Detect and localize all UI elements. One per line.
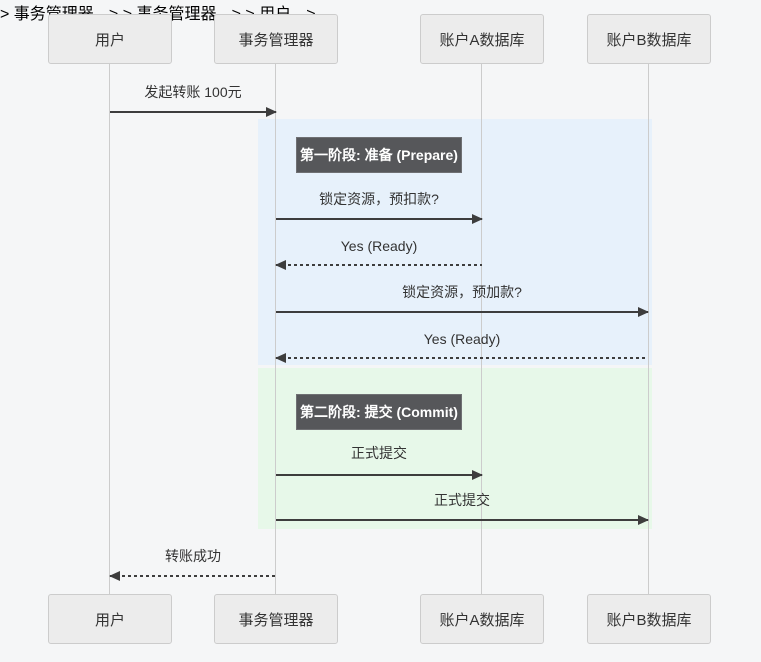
arrowhead-right-icon (266, 107, 277, 117)
arrowhead-left-icon (275, 260, 286, 270)
actor-account-a-db-bottom: 账户A数据库 (420, 594, 544, 644)
message-label-commit-b: 正式提交 (434, 492, 490, 508)
actor-account-b-db-bottom: 账户B数据库 (587, 594, 711, 644)
lifeline-transaction-manager (275, 64, 276, 594)
arrowhead-right-icon (472, 214, 483, 224)
actor-label: 账户B数据库 (606, 611, 692, 629)
actor-transaction-manager-top: 事务管理器 (214, 14, 338, 64)
arrowhead-right-icon (638, 515, 649, 525)
message-label-transfer-success: 转账成功 (165, 548, 221, 564)
message-label-initiate-transfer: 发起转账 100元 (144, 84, 242, 100)
message-arrow-lock-add (276, 307, 649, 317)
actor-label: 账户A数据库 (439, 31, 525, 49)
message-arrow-lock-deduct (276, 214, 483, 224)
message-arrow-initiate-transfer (110, 107, 277, 117)
message-label-lock-deduct: 锁定资源，预扣款? (319, 191, 439, 207)
arrowhead-right-icon (472, 470, 483, 480)
actor-label: 用户 (94, 31, 125, 49)
arrowhead-left-icon (275, 353, 286, 363)
arrowhead-right-icon (638, 307, 649, 317)
actor-account-a-db-top: 账户A数据库 (420, 14, 544, 64)
actor-label: 账户B数据库 (606, 31, 692, 49)
actor-label: 账户A数据库 (439, 611, 525, 629)
message-label-lock-add: 锁定资源，预加款? (402, 284, 522, 300)
message-arrow-ready-b (275, 353, 648, 363)
lifeline-user (109, 64, 110, 594)
message-label-ready-a: Yes (Ready) (340, 238, 418, 254)
phase2-label: 第二阶段: 提交 (Commit) (296, 394, 462, 430)
actor-transaction-manager-bottom: 事务管理器 (214, 594, 338, 644)
message-arrow-transfer-success (109, 571, 276, 581)
lifeline-account-a-db (481, 64, 482, 594)
message-arrow-commit-b (276, 515, 649, 525)
lifeline-account-b-db (648, 64, 649, 594)
message-arrow-ready-a (275, 260, 482, 270)
message-arrow-commit-a (276, 470, 483, 480)
actor-label: 事务管理器 (238, 611, 314, 629)
actor-label: 事务管理器 (238, 31, 314, 49)
message-label-commit-a: 正式提交 (351, 445, 407, 461)
arrowhead-left-icon (109, 571, 120, 581)
actor-user-bottom: 用户 (48, 594, 172, 644)
actor-account-b-db-top: 账户B数据库 (587, 14, 711, 64)
actor-label: 用户 (94, 611, 125, 629)
message-label-ready-b: Yes (Ready) (423, 331, 501, 347)
phase1-label: 第一阶段: 准备 (Prepare) (296, 137, 462, 173)
actor-user-top: 用户 (48, 14, 172, 64)
